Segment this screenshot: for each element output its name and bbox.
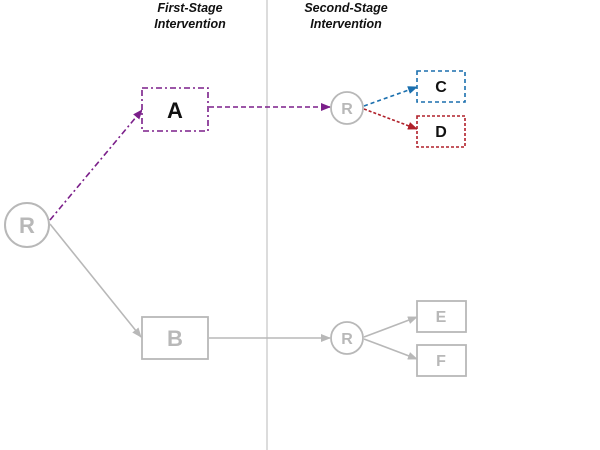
first-stage-header: First-Stage Intervention [105, 0, 275, 32]
second-randomization-node-bottom: R [330, 321, 364, 355]
root-node-label: R [19, 213, 35, 238]
node-d: D [416, 115, 466, 148]
edge-root-to-b [49, 223, 142, 338]
node-e-label: E [436, 309, 447, 326]
edge-root-to-a [49, 109, 143, 221]
edge-r-bottom-to-f [363, 338, 418, 360]
node-a: A [141, 87, 209, 132]
node-f-label: F [436, 353, 446, 370]
edge-r-top-to-c [363, 86, 418, 107]
root-randomization-node: R [4, 202, 50, 248]
second-stage-header: Second-Stage Intervention [261, 0, 431, 32]
second-randomization-node-top: R [330, 91, 364, 125]
second-stage-header-line2: Intervention [310, 17, 382, 31]
second-node-top-label: R [341, 101, 353, 118]
second-stage-header-line1: Second-Stage [304, 1, 388, 15]
edge-r-top-to-d [363, 108, 418, 130]
node-c: C [416, 70, 466, 103]
node-c-label: C [435, 79, 447, 96]
node-a-label: A [167, 98, 183, 123]
node-d-label: D [435, 124, 447, 141]
first-stage-header-line2: Intervention [154, 17, 226, 31]
node-f: F [416, 344, 467, 377]
second-node-bottom-label: R [341, 331, 353, 348]
node-b: B [141, 316, 209, 360]
first-stage-header-line1: First-Stage [157, 1, 223, 15]
edge-r-bottom-to-e [363, 316, 418, 338]
node-e: E [416, 300, 467, 333]
node-b-label: B [167, 326, 183, 351]
